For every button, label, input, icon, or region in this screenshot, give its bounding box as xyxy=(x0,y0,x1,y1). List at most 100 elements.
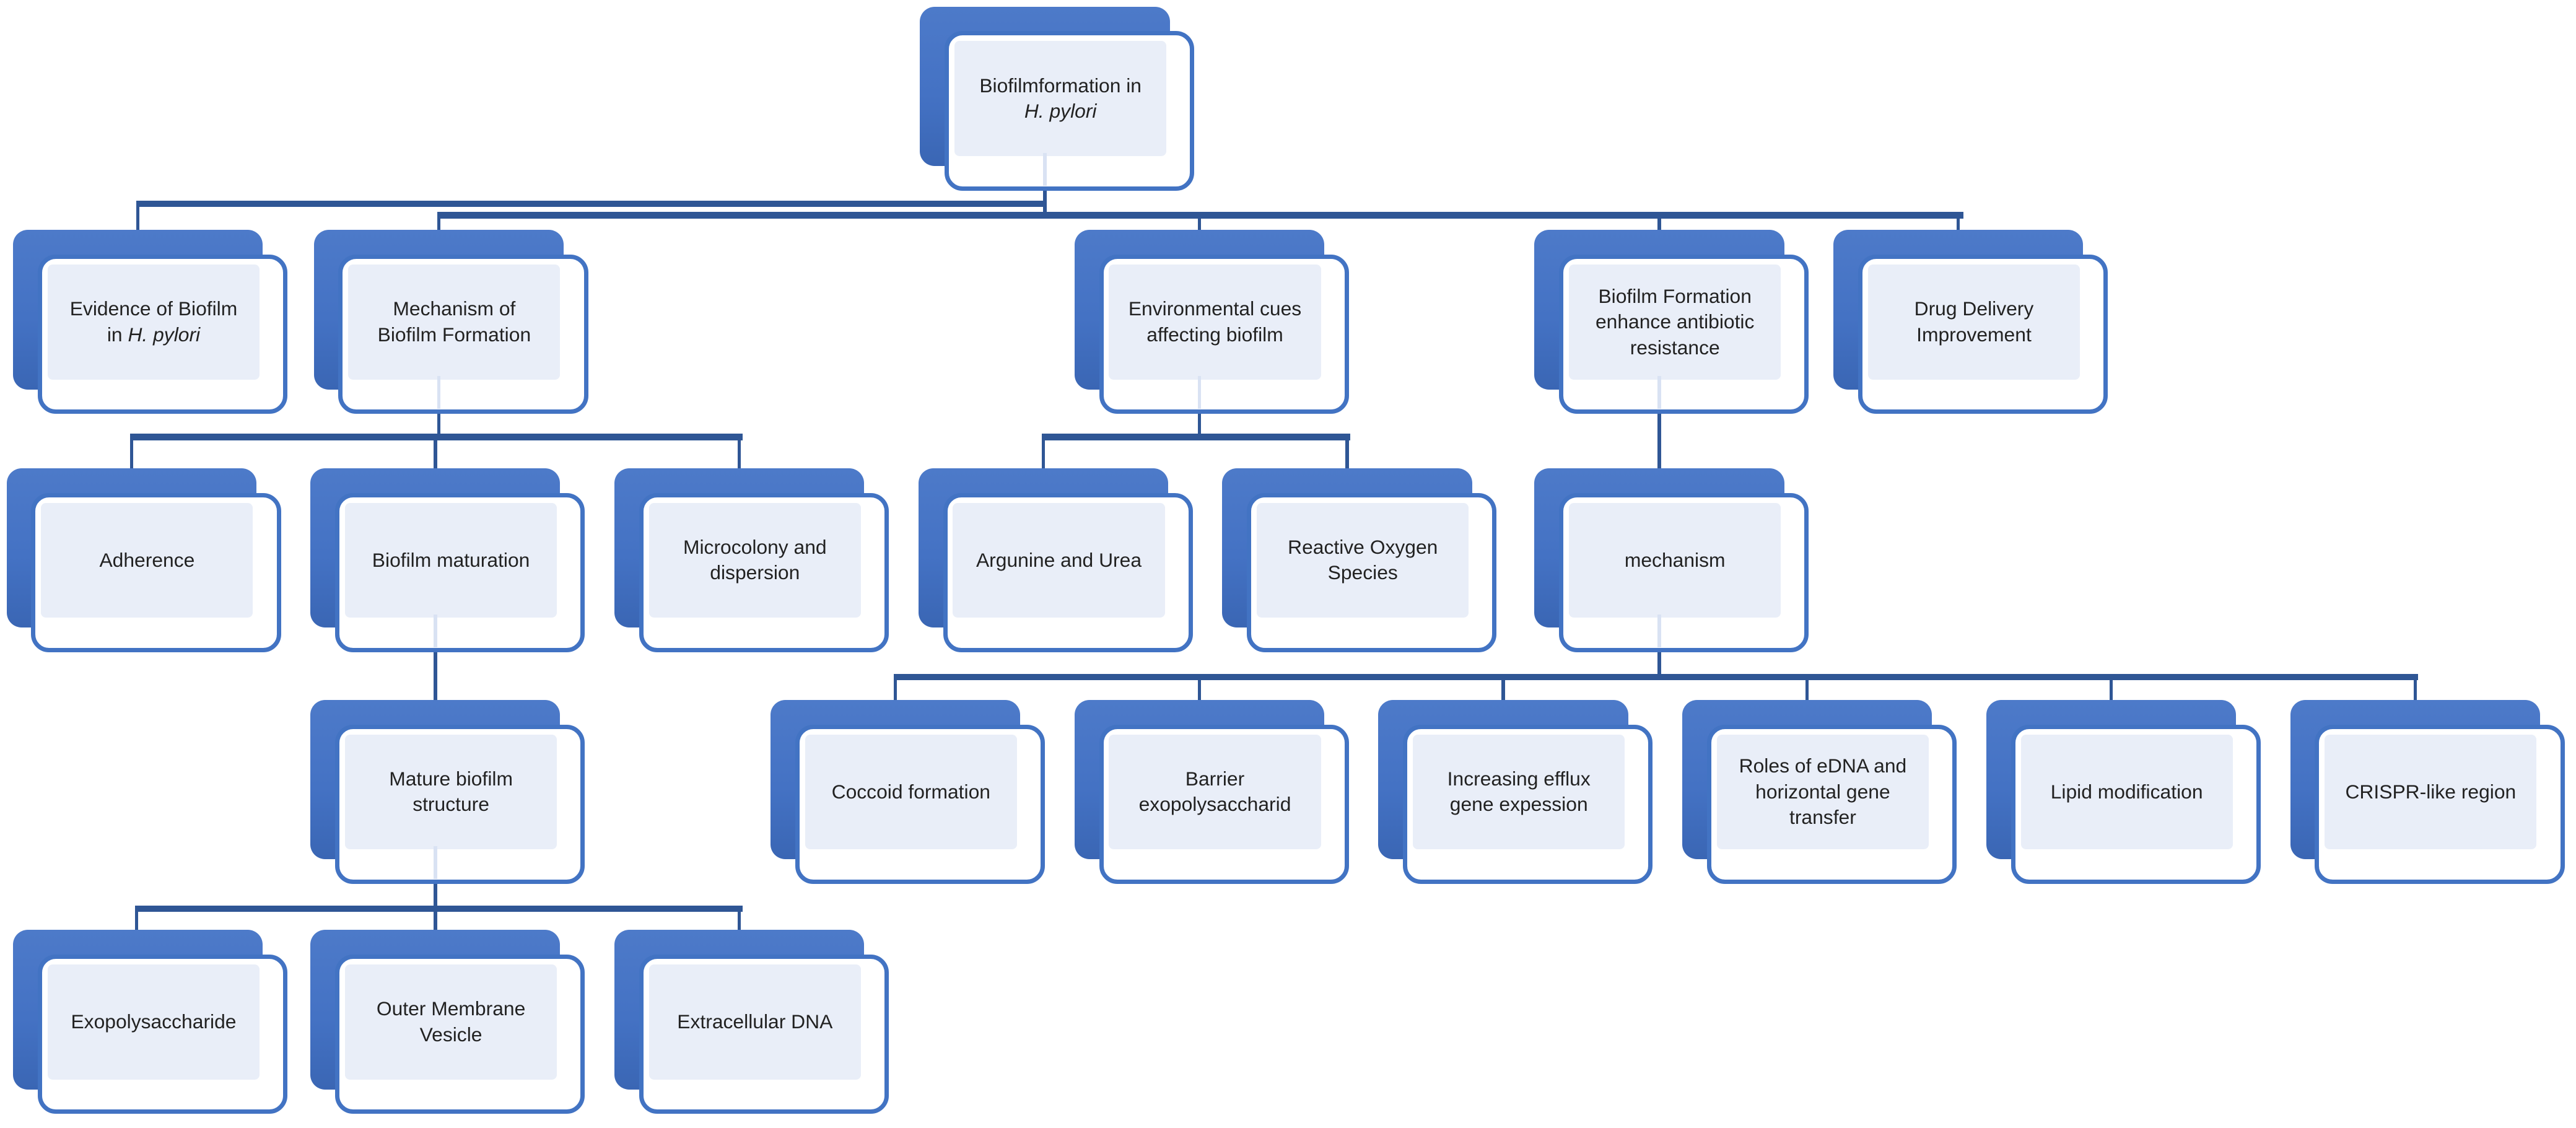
node-mechanism-of-formation-panel xyxy=(348,265,561,380)
connector-mechanism-stem xyxy=(1657,652,1661,677)
node-environmental-cues: Environmental cues affecting biofilm xyxy=(1074,230,1349,414)
connector-drop-environmental-cues xyxy=(1197,212,1201,230)
node-drug-delivery-panel xyxy=(1867,265,2080,380)
node-drug-delivery-label: Drug Delivery Improvement xyxy=(1914,297,2034,346)
node-biofilm-maturation-label: Biofilm maturation xyxy=(372,548,530,571)
node-evidence-panel xyxy=(47,265,260,380)
node-edna-hgt-label: Roles of eDNA and horizontal gene transf… xyxy=(1739,754,1907,829)
connector-drop-antibiotic-resistance xyxy=(1657,212,1661,230)
node-crispr-label: CRISPR-like region xyxy=(2345,780,2517,803)
node-lipid-mod-label: Lipid modification xyxy=(2050,780,2203,803)
node-barrier-eps: Barrier exopolysaccharid xyxy=(1074,699,1349,885)
node-adherence: Adherence xyxy=(6,468,281,653)
connector-level2-bus-left xyxy=(136,200,1047,208)
node-root-panel xyxy=(954,41,1167,156)
connector-drop-lipid-mod xyxy=(2109,673,2113,700)
node-mature-structure-panel xyxy=(345,734,557,850)
node-efflux: Increasing efflux gene expession xyxy=(1378,699,1653,885)
node-microcolony-label: Microcolony and dispersion xyxy=(683,536,827,584)
node-adherence-panel xyxy=(41,502,253,618)
connector-maturation-to-mature-structure xyxy=(434,652,437,700)
node-antibiotic-resistance-panel xyxy=(1569,265,1781,380)
node-exopolysaccharide: Exopolysaccharide xyxy=(13,930,288,1114)
connector-drop-coccoid xyxy=(893,673,897,700)
connector-drop-reactive-oxygen xyxy=(1345,434,1349,468)
connector-drop-edna-hgt xyxy=(1805,673,1809,700)
node-environmental-cues-label: Environmental cues affecting biofilm xyxy=(1128,297,1302,346)
node-antibiotic-resistance: Biofilm Formation enhance antibiotic res… xyxy=(1534,230,1809,414)
node-coccoid-label: Coccoid formation xyxy=(831,780,990,803)
connector-drop-extracellular-dna xyxy=(737,905,741,930)
node-efflux-label: Increasing efflux gene expession xyxy=(1447,767,1591,816)
connector-drop-evidence xyxy=(136,200,140,230)
connector-drop-biofilm-maturation xyxy=(434,434,437,468)
node-exopolysaccharide-label: Exopolysaccharide xyxy=(71,1010,237,1033)
node-drug-delivery: Drug Delivery Improvement xyxy=(1833,230,2108,414)
node-reactive-oxygen-panel xyxy=(1257,502,1469,618)
node-microcolony-panel xyxy=(648,502,861,618)
connector-mechanism-formation-stem xyxy=(437,414,440,437)
node-extracellular-dna-panel xyxy=(648,964,861,1080)
connector-drop-barrier-eps xyxy=(1197,673,1201,700)
connector-mature-structure-bus xyxy=(134,905,743,912)
node-barrier-eps-panel xyxy=(1109,734,1321,850)
node-mechanism-label: mechanism xyxy=(1624,548,1726,571)
node-edna-hgt: Roles of eDNA and horizontal gene transf… xyxy=(1682,699,1957,885)
node-extracellular-dna: Extracellular DNA xyxy=(614,930,889,1114)
node-omv-panel xyxy=(345,964,557,1080)
node-antibiotic-resistance-connector-tail xyxy=(1657,376,1661,409)
node-mechanism-of-formation-connector-tail xyxy=(437,376,440,409)
node-argunine-urea-label: Argunine and Urea xyxy=(976,548,1142,571)
node-crispr: CRISPR-like region xyxy=(2290,699,2565,885)
node-exopolysaccharide-panel xyxy=(47,964,260,1080)
node-reactive-oxygen: Reactive Oxygen Species xyxy=(1222,468,1497,653)
connector-drop-exopolysaccharide xyxy=(134,905,138,930)
connector-drop-adherence xyxy=(129,434,133,468)
node-mature-structure-connector-tail xyxy=(434,846,437,880)
node-coccoid-panel xyxy=(805,734,1017,850)
connector-drop-microcolony xyxy=(737,434,741,468)
node-mechanism-of-formation: Mechanism of Biofilm Formation xyxy=(313,230,588,414)
connector-drop-argunine-urea xyxy=(1041,434,1045,468)
node-biofilm-maturation-connector-tail xyxy=(434,614,437,648)
node-mechanism: mechanism xyxy=(1534,468,1809,653)
node-omv: Outer Membrane Vesicle xyxy=(310,930,585,1114)
node-lipid-mod: Lipid modification xyxy=(1986,699,2261,885)
node-mechanism-connector-tail xyxy=(1657,614,1661,648)
node-environmental-cues-panel xyxy=(1109,265,1321,380)
node-root-connector-tail xyxy=(1043,152,1047,186)
node-adherence-label: Adherence xyxy=(99,548,195,571)
connector-drop-crispr xyxy=(2413,673,2417,700)
connector-drop-efflux xyxy=(1501,673,1505,700)
node-reactive-oxygen-label: Reactive Oxygen Species xyxy=(1288,536,1438,584)
connector-mechanism-formation-bus xyxy=(131,434,743,440)
node-mechanism-of-formation-label: Mechanism of Biofilm Formation xyxy=(377,297,531,346)
node-omv-label: Outer Membrane Vesicle xyxy=(376,997,526,1046)
node-efflux-panel xyxy=(1413,734,1625,850)
node-antibiotic-resistance-label: Biofilm Formation enhance antibiotic res… xyxy=(1595,284,1755,359)
node-crispr-panel xyxy=(2325,734,2537,850)
node-mature-structure: Mature biofilm structure xyxy=(310,699,585,885)
connector-mechanism-bus xyxy=(893,673,2419,681)
node-coccoid: Coccoid formation xyxy=(771,699,1045,885)
connector-mature-structure-stem xyxy=(434,884,437,909)
node-microcolony: Microcolony and dispersion xyxy=(614,468,889,653)
connector-drop-drug-delivery xyxy=(1957,212,1960,230)
connector-drop-omv xyxy=(434,905,437,930)
node-mature-structure-label: Mature biofilm structure xyxy=(389,767,513,816)
node-edna-hgt-panel xyxy=(1716,734,1929,850)
node-barrier-eps-label: Barrier exopolysaccharid xyxy=(1138,767,1291,816)
node-biofilm-maturation: Biofilm maturation xyxy=(310,468,585,653)
node-argunine-urea-panel xyxy=(953,502,1165,618)
node-extracellular-dna-label: Extracellular DNA xyxy=(677,1010,833,1033)
connector-environmental-stem xyxy=(1197,414,1201,437)
connector-environmental-bus xyxy=(1041,434,1351,440)
connector-drop-mechanism-of-formation xyxy=(437,212,440,230)
node-mechanism-panel xyxy=(1569,502,1781,618)
node-argunine-urea: Argunine and Urea xyxy=(918,468,1193,653)
node-environmental-cues-connector-tail xyxy=(1197,376,1201,409)
